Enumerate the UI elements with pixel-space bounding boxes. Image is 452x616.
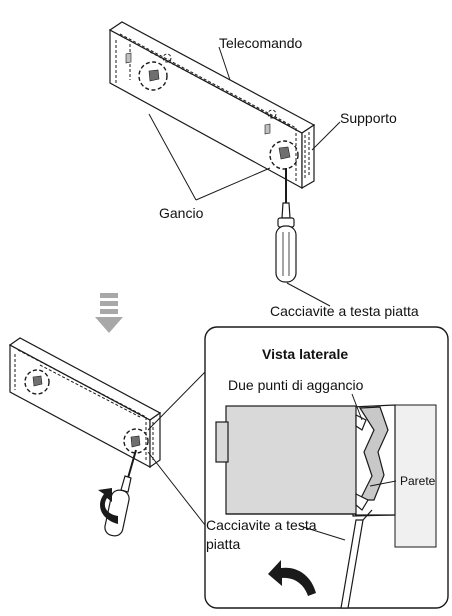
top-remote-dashed-outline [115,33,310,183]
top-hook-circle-left [138,61,168,91]
top-hook-circle-right [269,140,299,170]
bottom-hook-circle-right [123,428,149,454]
parete-leader [369,480,397,487]
callout-connector [147,371,206,526]
label-cacciavite-side-1: Cacciavite a testa [206,517,317,533]
side-screwdriver [340,509,373,609]
label-gancio: Gancio [159,205,204,221]
bottom-hooks [32,375,141,448]
top-hooks [125,52,291,160]
label-parete: Parete [400,474,436,488]
down-arrow-icon [95,293,123,333]
wall [394,404,437,548]
bottom-hook-circle-left [24,369,50,395]
top-screwdriver [275,168,297,283]
label-due-punti: Due punti di aggancio [228,377,364,393]
side-remote-body [215,405,357,515]
side-bracket [351,404,396,517]
rotate-arrow-left-icon [98,488,118,524]
top-leader-lines [148,46,341,201]
label-cacciavite-top: Cacciavite a testa piatta [270,303,419,319]
hook-points [355,414,369,511]
bottom-screwdriver [104,449,137,537]
cacciavite-side-leader [299,525,346,541]
label-cacciavite-side-2: piatta [206,536,241,552]
label-supporto: Supporto [340,110,397,126]
rotate-arrow-right-icon [268,560,316,596]
label-vista-laterale: Vista laterale [262,346,349,362]
bottom-remote-dashed-outline [14,349,154,462]
due-punti-leader [351,393,363,421]
top-screwdriver-leader [286,282,331,307]
label-telecomando: Telecomando [219,35,303,51]
